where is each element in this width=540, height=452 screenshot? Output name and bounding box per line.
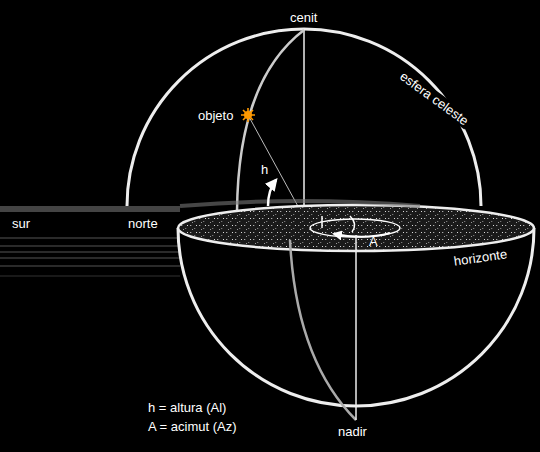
ground-lines xyxy=(0,206,180,276)
horizon-rim xyxy=(180,201,420,206)
azimuth-circle xyxy=(310,219,400,237)
south-label: sur xyxy=(10,216,32,231)
legend-note: h = altura (Al) xyxy=(146,400,228,415)
altitude-arrow xyxy=(268,180,276,206)
zenith-line xyxy=(303,30,305,206)
azimuth-symbol: A xyxy=(367,234,380,249)
upper-hemisphere xyxy=(127,29,481,206)
legend-note: A = acimut (Az) xyxy=(146,419,239,434)
horizon-label: horizonte xyxy=(451,246,510,269)
object-line xyxy=(248,115,300,210)
altitude-symbol: h xyxy=(259,162,270,177)
vertical-circle xyxy=(237,30,304,212)
object-star xyxy=(241,108,255,122)
nadir-label: nadir xyxy=(336,424,369,439)
object-label: objeto xyxy=(196,108,235,123)
azimuth-tick xyxy=(321,216,323,228)
lower-meridian xyxy=(290,240,356,420)
north-label: norte xyxy=(126,216,160,231)
nadir-line xyxy=(355,235,357,420)
zenith-label: cenit xyxy=(288,10,319,25)
azimuth-tick xyxy=(350,216,355,232)
sphere-label: esfera celeste xyxy=(396,67,474,129)
azimuth-arrow xyxy=(334,233,390,237)
